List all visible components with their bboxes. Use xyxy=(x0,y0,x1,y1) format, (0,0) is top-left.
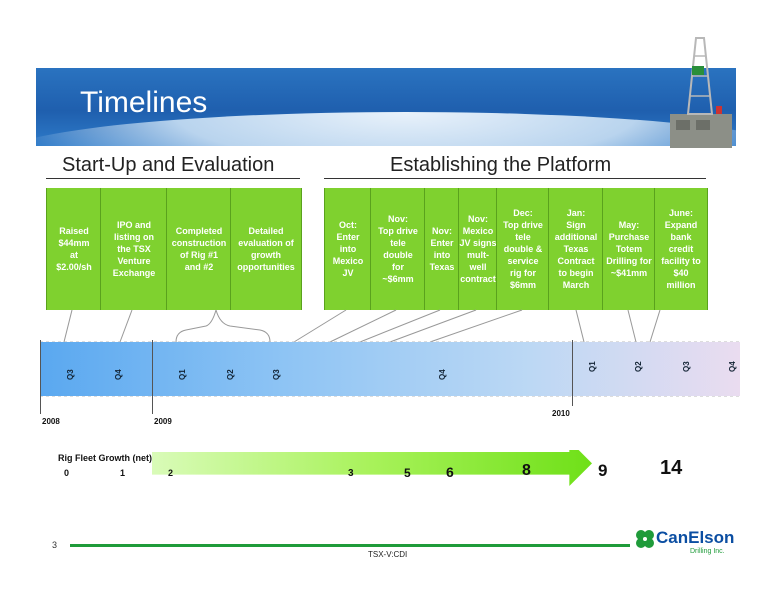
event-box: Jan: Sign additional Texas Contract to b… xyxy=(548,188,604,310)
fleet-value: 9 xyxy=(598,461,608,480)
fleet-value: 5 xyxy=(404,466,411,480)
page-title: Timelines xyxy=(80,86,208,119)
year-label: 2010 xyxy=(552,409,570,418)
company-logo: CanElson xyxy=(656,528,735,547)
fleet-value: 8 xyxy=(522,462,531,479)
quarter-label: Q2 xyxy=(226,369,235,380)
event-box: June: Expand bank credit facility to $40… xyxy=(654,188,708,310)
year-divider xyxy=(40,340,41,414)
year-label: 2008 xyxy=(42,417,60,426)
year-divider xyxy=(572,340,573,406)
quarter-label: Q3 xyxy=(66,369,75,380)
event-box: Nov: Mexico JV signs mult- well contract xyxy=(458,188,498,310)
quarter-label: Q4 xyxy=(728,361,737,372)
fleet-value: 6 xyxy=(446,464,454,480)
fleet-value: 3 xyxy=(348,468,354,479)
event-box: Dec: Top drive tele double & service rig… xyxy=(496,188,550,310)
event-box: Oct: Enter into Mexico JV xyxy=(324,188,372,310)
event-box: Nov: Top drive tele double for ~$6mm xyxy=(370,188,426,310)
year-divider xyxy=(152,340,153,414)
timeline-bar xyxy=(40,342,740,396)
event-box: Detailed evaluation of growth opportunit… xyxy=(230,188,302,310)
event-box: May: Purchase Totem Drilling for ~$41mm xyxy=(602,188,656,310)
fleet-growth-title: Rig Fleet Growth (net) xyxy=(58,453,152,463)
fleet-value: 0 xyxy=(64,468,70,478)
company-logo-subtitle: Drilling Inc. xyxy=(690,548,725,555)
clover-logo-icon xyxy=(636,530,654,548)
quarter-label: Q1 xyxy=(178,369,187,380)
fleet-value: 2 xyxy=(168,468,174,478)
page-number: 3 xyxy=(52,540,58,550)
fleet-value: 1 xyxy=(120,468,126,478)
quarter-label: Q3 xyxy=(682,361,691,372)
event-box: Nov: Enter into Texas xyxy=(424,188,460,310)
drilling-rig-icon xyxy=(670,37,732,148)
year-label: 2009 xyxy=(154,417,172,426)
section-platform-heading: Establishing the Platform xyxy=(390,154,612,176)
footer-rule xyxy=(70,544,630,547)
header-banner xyxy=(36,68,736,146)
quarter-label: Q4 xyxy=(114,369,123,380)
event-box: IPO and listing on the TSX Venture Excha… xyxy=(100,188,168,310)
section-platform-rule xyxy=(324,178,706,179)
quarter-label: Q4 xyxy=(438,369,447,380)
quarter-label: Q1 xyxy=(588,361,597,372)
section-startup-heading: Start-Up and Evaluation xyxy=(62,154,275,176)
section-startup-rule xyxy=(46,178,300,179)
quarter-label: Q3 xyxy=(272,369,281,380)
ticker-symbol: TSX-V:CDI xyxy=(368,550,408,559)
quarter-label: Q2 xyxy=(634,361,643,372)
fleet-growth-arrow xyxy=(152,450,592,486)
event-box: Completed construction of Rig #1 and #2 xyxy=(166,188,232,310)
fleet-value: 14 xyxy=(660,457,683,479)
